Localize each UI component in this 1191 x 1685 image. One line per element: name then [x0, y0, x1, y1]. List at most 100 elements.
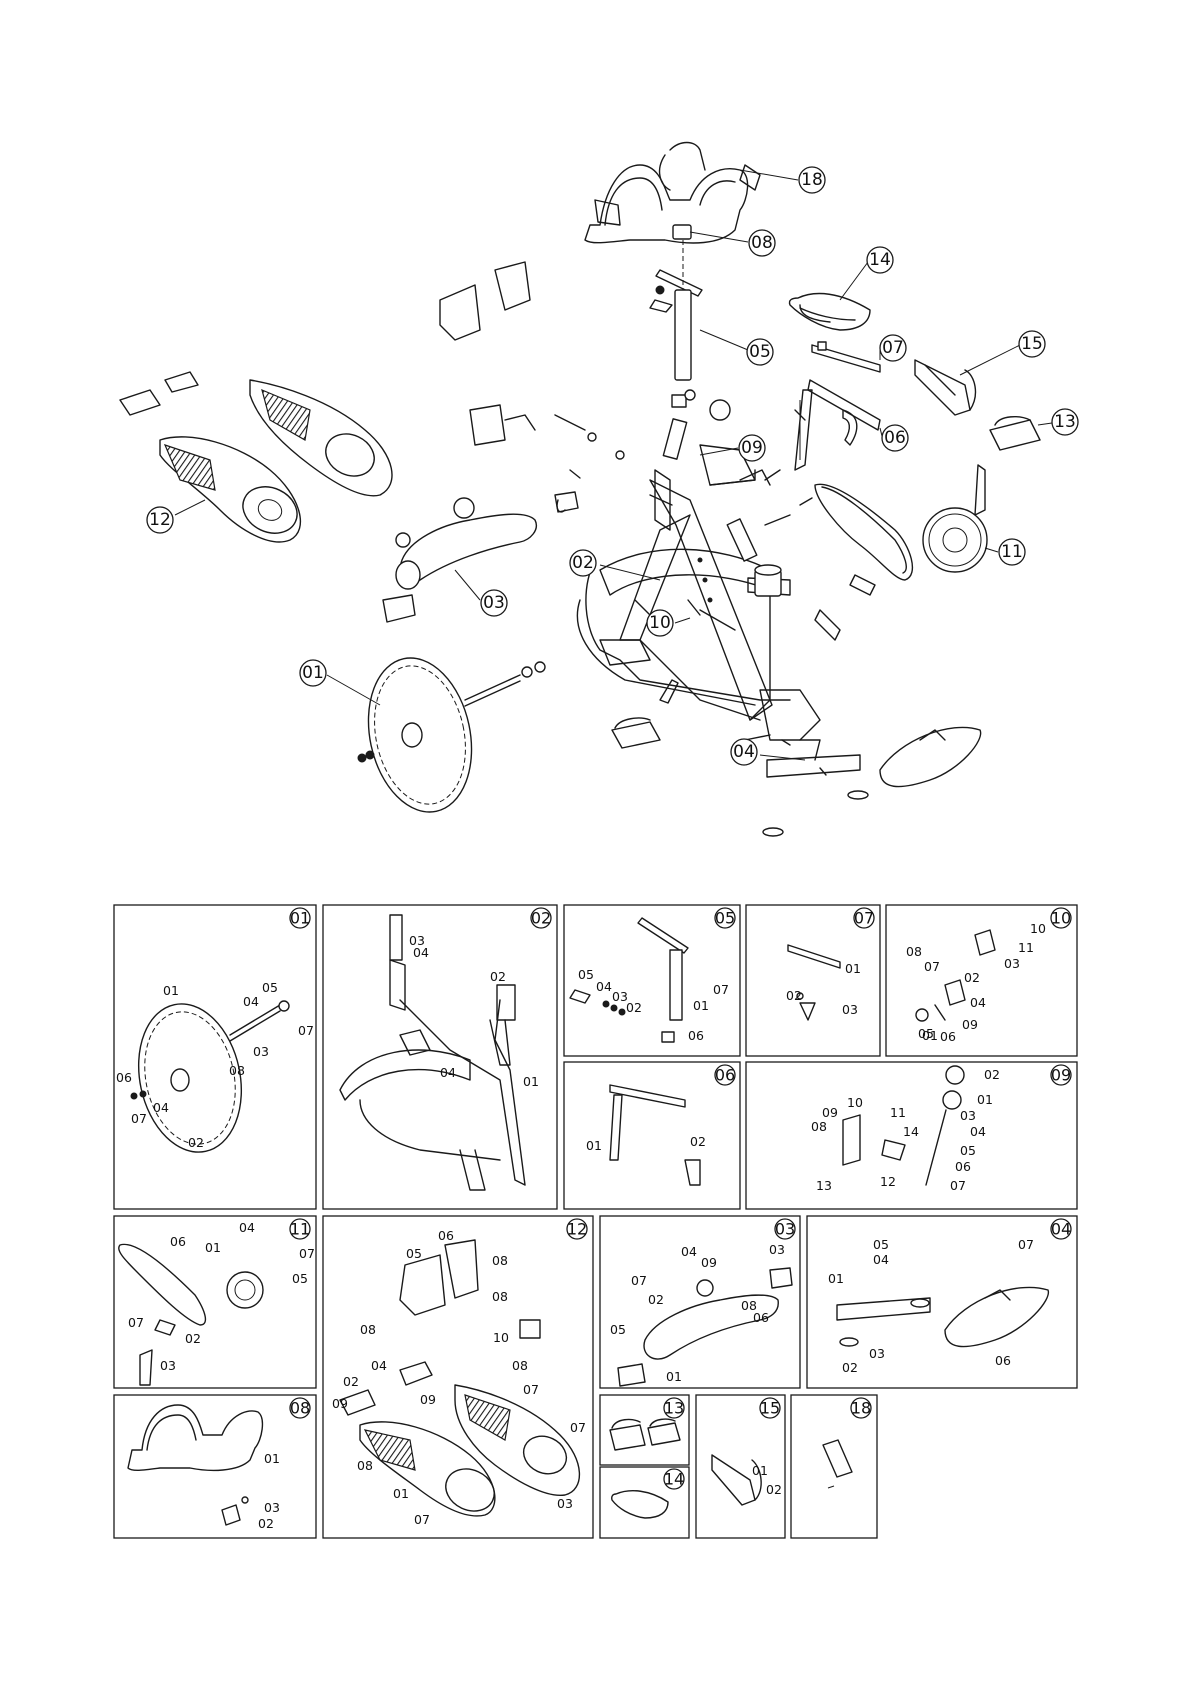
p09-label-03: 03 [960, 1108, 976, 1123]
p12-label-09b: 09 [420, 1392, 436, 1407]
p10-label-07: 07 [924, 959, 940, 974]
panel-08-number: 08 [290, 1399, 310, 1418]
p15-label-02: 02 [766, 1482, 782, 1497]
p12-label-08e: 08 [357, 1458, 373, 1473]
panel-13: 13 [599, 1394, 690, 1466]
p08-label-02: 02 [258, 1516, 274, 1531]
p10-label-09: 09 [962, 1017, 978, 1032]
callout-09: 09 [741, 438, 763, 458]
p02-label-04: 04 [413, 945, 429, 960]
p09-label-09: 09 [822, 1105, 838, 1120]
main-exploded-view: 18 08 14 07 15 05 06 09 13 [119, 141, 1079, 837]
p04-label-02: 02 [842, 1360, 858, 1375]
p11-label-02: 02 [185, 1331, 201, 1346]
p09-label-06: 06 [955, 1159, 971, 1174]
p02-label-04b: 04 [440, 1065, 456, 1080]
panel-11-number: 11 [290, 1220, 310, 1239]
p12-label-07c: 07 [414, 1512, 430, 1527]
frame-part [576, 469, 821, 741]
p09-label-02: 02 [984, 1067, 1000, 1082]
p05-label-02: 02 [626, 1000, 642, 1015]
p15-label-01: 01 [752, 1463, 768, 1478]
p04-label-04: 04 [873, 1252, 889, 1267]
bottle-holder-part [914, 359, 977, 416]
panel-04: 04 01 02 03 04 05 06 07 [806, 1215, 1078, 1389]
p03-label-08: 08 [741, 1298, 757, 1313]
callout-10: 10 [649, 613, 671, 633]
brake-arm-part [382, 491, 579, 623]
p01-label-06: 06 [116, 1070, 132, 1085]
panel-02-number: 02 [531, 909, 551, 928]
p07-label-01: 01 [845, 961, 861, 976]
p05-label-01: 01 [693, 998, 709, 1013]
panel-12-number: 12 [567, 1220, 587, 1239]
p01-label-01: 01 [163, 983, 179, 998]
callout-15: 15 [1021, 334, 1043, 354]
panel-14-number: 14 [664, 1470, 684, 1489]
p12-label-08d: 08 [512, 1358, 528, 1373]
p09-label-04: 04 [970, 1124, 986, 1139]
p01-label-08: 08 [229, 1063, 245, 1078]
p12-label-08c: 08 [360, 1322, 376, 1337]
p01-label-04: 04 [243, 994, 259, 1009]
p06-label-01: 01 [586, 1138, 602, 1153]
p07-label-02: 02 [786, 988, 802, 1003]
p11-label-05: 05 [292, 1271, 308, 1286]
p11-label-06: 06 [170, 1234, 186, 1249]
panel-02: 02 01 02 03 04 04 [322, 904, 558, 1210]
panel-13-number: 13 [664, 1399, 684, 1418]
p12-label-05: 05 [406, 1246, 422, 1261]
p05-label-04: 04 [596, 979, 612, 994]
callout-02: 02 [572, 553, 594, 573]
p12-label-08b: 08 [492, 1289, 508, 1304]
p10-label-03: 03 [1004, 956, 1020, 971]
p10-label-11: 11 [1018, 940, 1034, 955]
panel-01-number: 01 [290, 909, 310, 928]
panel-12: 12 01 02 03 04 05 06 07 07 07 08 08 08 0… [322, 1215, 594, 1539]
p03-label-05: 05 [610, 1322, 626, 1337]
callout-08: 08 [751, 233, 773, 253]
p11-label-07b: 07 [128, 1315, 144, 1330]
p12-label-08: 08 [492, 1253, 508, 1268]
p09-label-07: 07 [950, 1178, 966, 1193]
callout-18: 18 [801, 170, 823, 190]
p09-label-11: 11 [890, 1105, 906, 1120]
p03-label-04: 04 [681, 1244, 697, 1259]
callout-01: 01 [302, 663, 324, 683]
p05-label-06: 06 [688, 1028, 704, 1043]
p01-label-03: 03 [253, 1044, 269, 1059]
p03-label-06: 06 [753, 1310, 769, 1325]
pulley-part [814, 483, 988, 641]
p09-label-13: 13 [816, 1178, 832, 1193]
flywheel-part [357, 657, 546, 813]
p04-label-05: 05 [873, 1237, 889, 1252]
panel-04-number: 04 [1051, 1220, 1071, 1239]
p10-label-08: 08 [906, 944, 922, 959]
p11-label-03: 03 [160, 1358, 176, 1373]
callout-03: 03 [483, 593, 505, 613]
p09-label-10: 10 [847, 1095, 863, 1110]
p01-label-07: 07 [131, 1111, 147, 1126]
p12-label-03: 03 [557, 1496, 573, 1511]
panel-11: 11 01 02 03 04 05 06 07 07 [113, 1215, 317, 1389]
detail-panels: 01 01 02 03 04 05 06 07 07 08 04 02 [113, 904, 1078, 1539]
p01-label-02: 02 [188, 1135, 204, 1150]
p05-label-03: 03 [612, 989, 628, 1004]
p12-label-01: 01 [393, 1486, 409, 1501]
small-hardware [554, 164, 827, 776]
p05-label-07: 07 [713, 982, 729, 997]
p09-label-14: 14 [903, 1124, 919, 1139]
p03-label-03: 03 [769, 1242, 785, 1257]
p04-label-06: 06 [995, 1353, 1011, 1368]
p10-label-10: 10 [1030, 921, 1046, 936]
p11-label-04: 04 [239, 1220, 255, 1235]
pedal-part-left [611, 679, 679, 749]
p04-label-03: 03 [869, 1346, 885, 1361]
stabilizer-part [762, 726, 982, 837]
callout-11: 11 [1001, 542, 1023, 562]
belt-cover-part [119, 371, 393, 543]
panel-06: 06 01 02 [563, 1061, 741, 1210]
p03-label-07: 07 [631, 1273, 647, 1288]
panel-10-number: 10 [1051, 909, 1071, 928]
p12-label-02: 02 [343, 1374, 359, 1389]
